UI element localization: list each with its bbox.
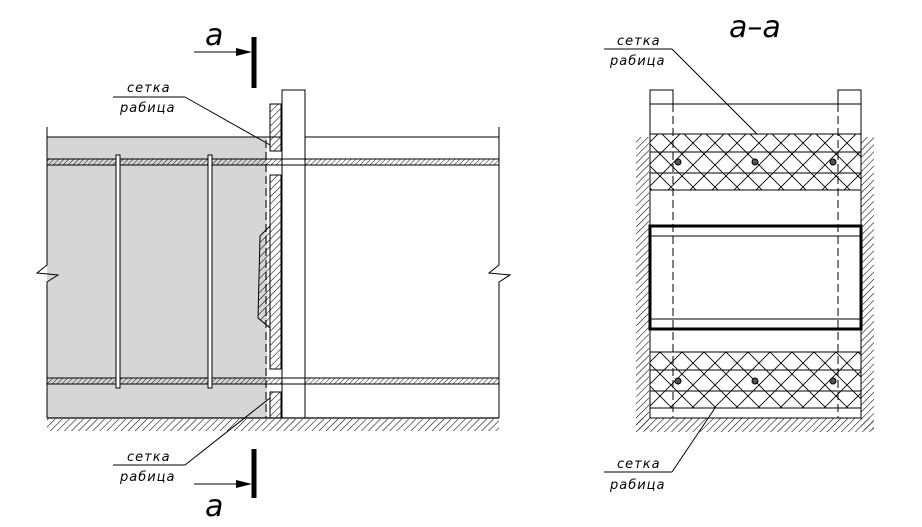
callout-left-bottom-line2: рабица <box>119 470 176 485</box>
soil-hatch-bottom <box>636 418 874 432</box>
callout-right-top-line1: сетка <box>617 34 661 49</box>
callout-right-top: сетка рабица <box>604 34 758 135</box>
vertical-rod-2 <box>207 154 213 389</box>
soil-hatch-left <box>636 137 649 430</box>
left-break-line <box>35 127 60 418</box>
bolt <box>829 158 837 166</box>
bolt <box>829 377 837 385</box>
cap-left <box>649 89 674 105</box>
mesh-panel-top <box>269 103 282 152</box>
ground-hatch <box>47 419 499 431</box>
section-letter-bottom: a <box>205 489 223 524</box>
mesh-panel-middle <box>269 174 282 370</box>
center-box <box>648 224 863 331</box>
mesh-panel-bottom <box>269 391 282 419</box>
callout-right-bottom: сетка рабица <box>604 407 716 493</box>
bolt <box>674 158 682 166</box>
bolt <box>751 377 759 385</box>
bolt <box>674 377 682 385</box>
callout-left-top-line2: рабица <box>119 101 176 116</box>
section-mark-top: a <box>194 18 257 88</box>
section-mark-bottom: a <box>194 449 257 524</box>
post <box>281 89 306 419</box>
soil-hatch-right <box>861 137 874 430</box>
callout-right-bottom-line2: рабица <box>609 478 666 493</box>
vertical-rod-1 <box>115 154 121 389</box>
section-letter-top: a <box>205 18 223 53</box>
right-break-line <box>487 127 512 418</box>
bottom-rod <box>46 377 500 385</box>
callout-left-bottom-line1: сетка <box>127 450 171 465</box>
section-title: a–a <box>729 10 781 45</box>
bolt <box>751 158 759 166</box>
gray-fill-area <box>47 137 267 418</box>
mesh-bulge <box>257 224 271 330</box>
callout-left-top: сетка рабица <box>113 81 271 146</box>
right-view: a–a сетка раби <box>604 10 874 493</box>
callout-left-bottom: сетка рабица <box>113 397 271 485</box>
callout-right-top-line2: рабица <box>609 54 666 69</box>
left-view: a a сетка рабица сетка рабица <box>35 18 512 524</box>
cap-right <box>837 89 862 105</box>
callout-left-top-line1: сетка <box>127 81 171 96</box>
callout-right-bottom-line1: сетка <box>617 457 661 472</box>
top-rod <box>46 158 500 166</box>
